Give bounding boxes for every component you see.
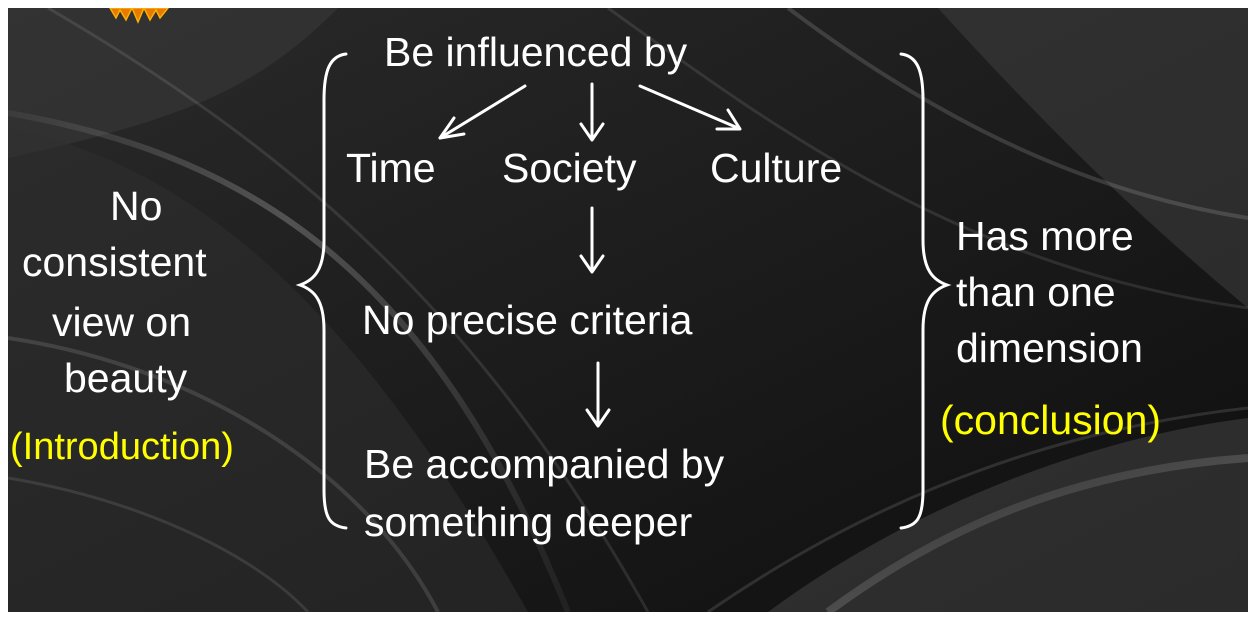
right-brace	[899, 52, 952, 530]
left-brace	[295, 52, 348, 530]
arrowhead-deeper	[585, 408, 611, 428]
left-line-view-on: view on	[52, 299, 192, 345]
left-line-beauty: beauty	[64, 355, 188, 401]
center-bottom-line-2: something deeper	[364, 499, 693, 545]
right-line-than-one: than one	[956, 269, 1116, 315]
center-top-text: Be influenced by	[384, 29, 688, 75]
center-bottom-line-1: Be accompanied by	[364, 441, 725, 487]
right-line-has-more: Has more	[956, 213, 1134, 259]
left-line-consistent: consistent	[22, 239, 207, 285]
background-swooshes	[8, 8, 1248, 612]
starburst-icon	[109, 8, 169, 24]
conclusion-label: (conclusion)	[940, 397, 1162, 443]
arrowhead-time	[438, 116, 466, 140]
introduction-label: (Introduction)	[10, 426, 234, 468]
factor-culture: Culture	[710, 145, 843, 191]
factor-society: Society	[502, 145, 637, 191]
left-line-no: No	[110, 183, 163, 229]
right-line-dimension: dimension	[956, 325, 1143, 371]
factor-time: Time	[346, 145, 436, 191]
arrowhead-criteria	[579, 254, 605, 274]
arrowhead-society	[579, 122, 605, 142]
arrow-to-culture	[638, 84, 740, 130]
slide: No consistent view on beauty (Introducti…	[8, 8, 1248, 612]
center-middle-text: No precise criteria	[362, 297, 693, 343]
diagram-lines	[295, 52, 952, 530]
arrowhead-culture	[715, 108, 742, 131]
arrow-to-time	[438, 84, 527, 140]
